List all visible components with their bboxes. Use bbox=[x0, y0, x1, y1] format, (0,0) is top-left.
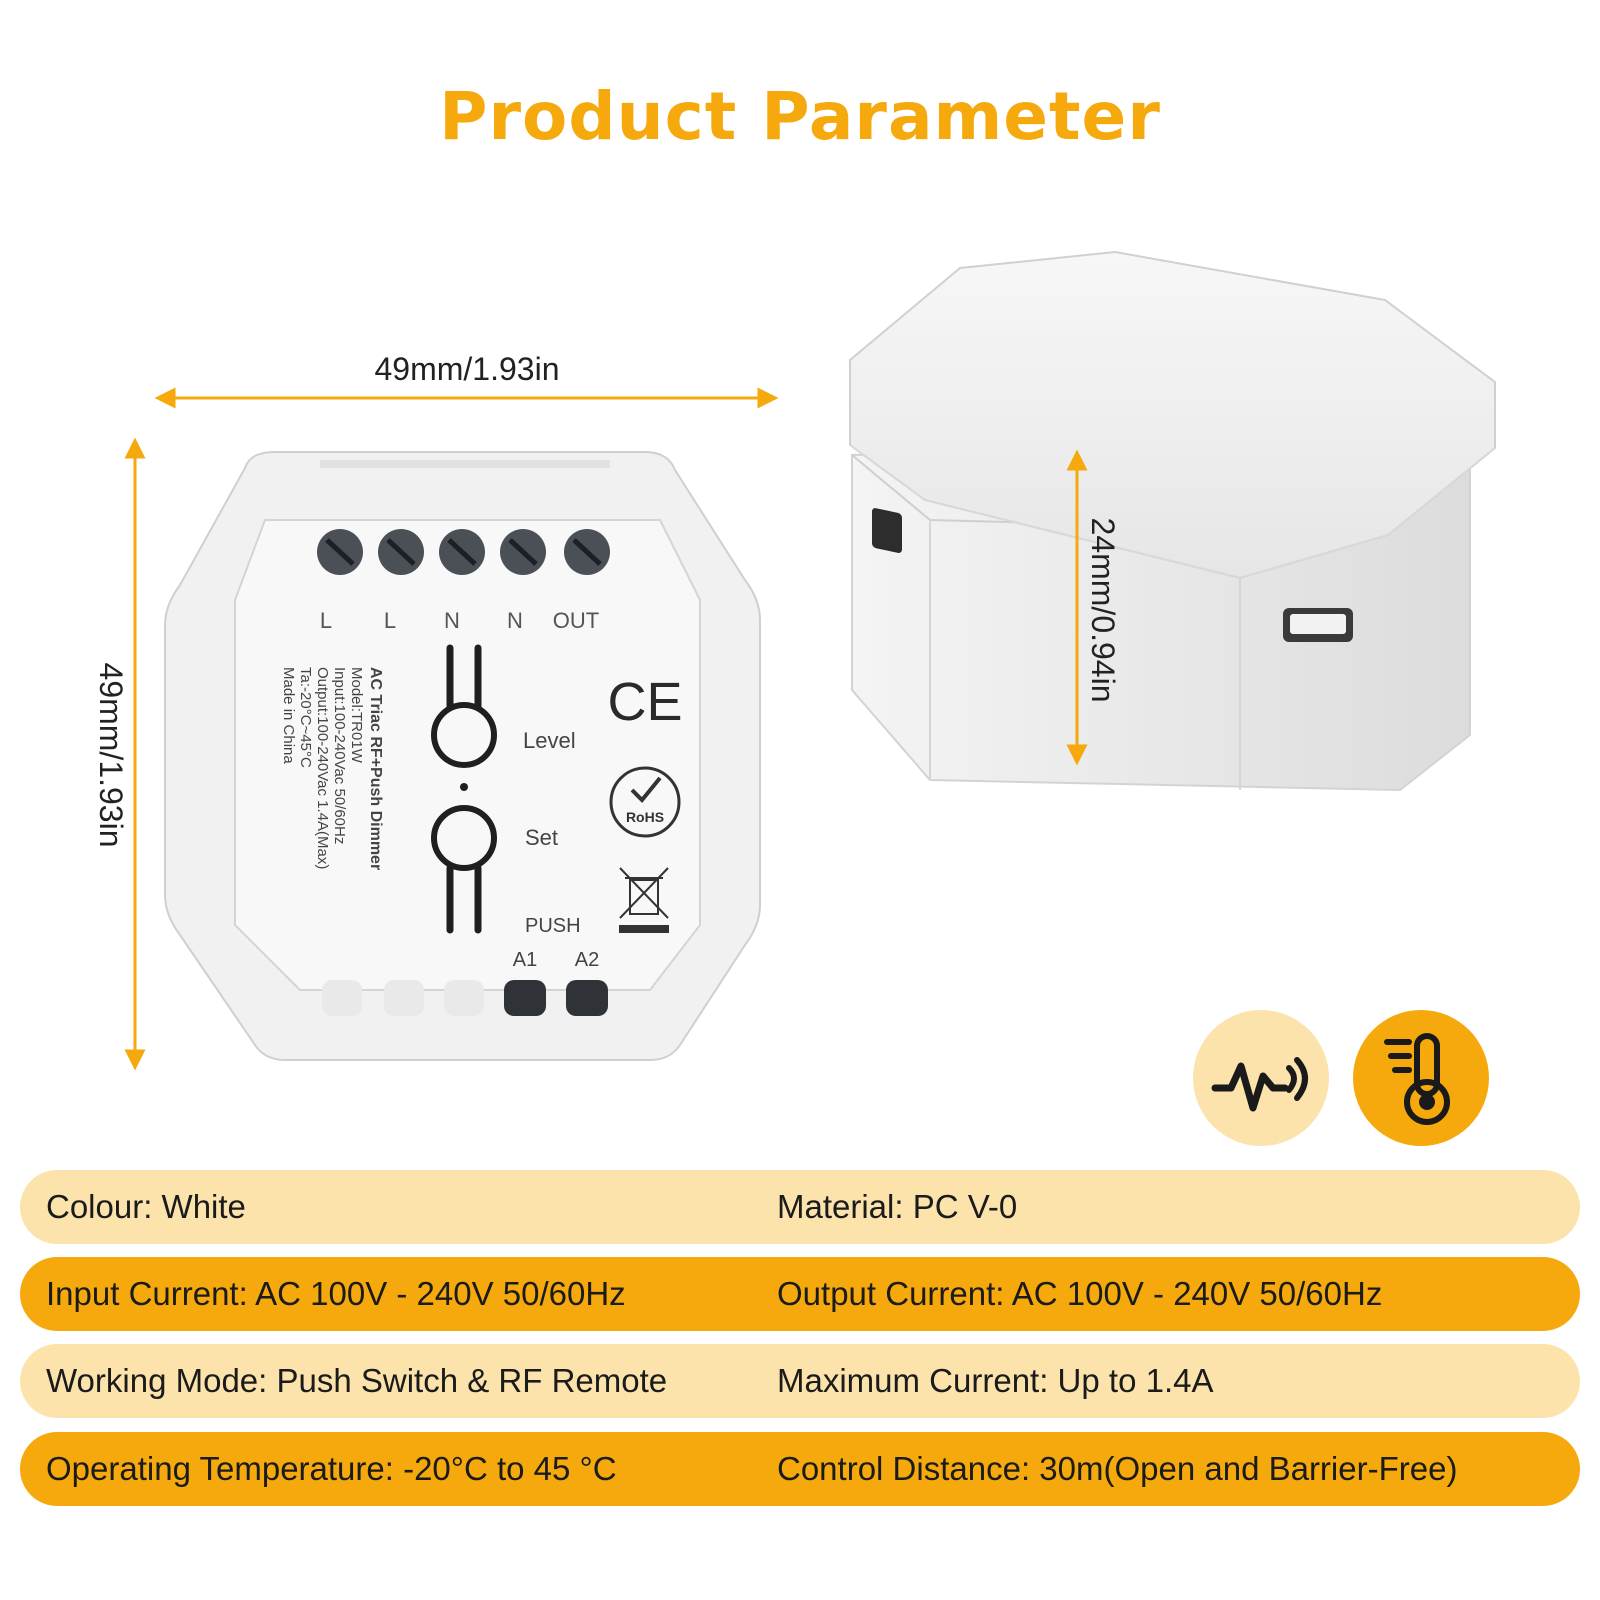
spec-row-colour-material: Colour: White Material: PC V-0 bbox=[20, 1170, 1580, 1244]
set-label: Set bbox=[525, 825, 558, 850]
svg-text:Input:100-240Vac 50/60Hz: Input:100-240Vac 50/60Hz bbox=[331, 667, 348, 844]
spec-control-distance: Control Distance: 30m(Open and Barrier-F… bbox=[777, 1450, 1458, 1487]
ce-mark: CE bbox=[607, 672, 682, 732]
terminal-label-out: OUT bbox=[553, 608, 599, 633]
spec-material: Material: PC V-0 bbox=[777, 1188, 1018, 1225]
svg-text:Made in China: Made in China bbox=[280, 667, 297, 764]
width-dimension-label: 49mm/1.93in bbox=[375, 351, 560, 387]
height-dimension-label: 49mm/1.93in bbox=[93, 663, 129, 848]
terminal-label-n2: N bbox=[507, 608, 523, 633]
depth-dimension-label: 24mm/0.94in bbox=[1085, 518, 1121, 703]
temperature-feature-badge bbox=[1353, 1010, 1489, 1146]
signal-wave-icon bbox=[1211, 1057, 1308, 1112]
level-button bbox=[431, 644, 497, 768]
spec-operating-temperature: Operating Temperature: -20°C to 45 °C bbox=[46, 1450, 617, 1487]
spec-working-mode: Working Mode: Push Switch & RF Remote bbox=[46, 1362, 668, 1399]
terminal-screws-top bbox=[317, 529, 610, 575]
thermometer-icon bbox=[1384, 1033, 1450, 1125]
page-title: Product Parameter bbox=[439, 78, 1161, 155]
spec-row-mode-max-current: Working Mode: Push Switch & RF Remote Ma… bbox=[20, 1344, 1580, 1418]
rohs-mark-icon: RoHS bbox=[609, 766, 681, 838]
level-label: Level bbox=[523, 728, 576, 753]
spec-output-current: Output Current: AC 100V - 240V 50/60Hz bbox=[777, 1275, 1383, 1312]
spec-input-current: Input Current: AC 100V - 240V 50/60Hz bbox=[46, 1275, 626, 1312]
spec-maximum-current: Maximum Current: Up to 1.4A bbox=[777, 1362, 1214, 1399]
device-side-view bbox=[849, 250, 1496, 792]
svg-text:AC Triac RF+Push Dimmer: AC Triac RF+Push Dimmer bbox=[367, 667, 384, 870]
terminal-label-l1: L bbox=[320, 608, 332, 633]
terminal-ports-bottom bbox=[322, 980, 608, 1016]
push-label: PUSH bbox=[525, 915, 581, 937]
terminal-label-a1: A1 bbox=[513, 949, 537, 971]
svg-text:Ta:-20°C~45°C: Ta:-20°C~45°C bbox=[297, 667, 314, 768]
svg-text:Model:TR01W: Model:TR01W bbox=[348, 667, 365, 764]
spec-colour: Colour: White bbox=[46, 1188, 246, 1225]
svg-text:Output:100-240Vac 1.4A(Max): Output:100-240Vac 1.4A(Max) bbox=[314, 667, 331, 869]
terminal-label-n1: N bbox=[444, 608, 460, 633]
set-button bbox=[431, 805, 497, 934]
device-front-view: L L N N OUT AC Triac RF+Push Dimmer Mode… bbox=[164, 451, 761, 1061]
spec-row-input-output: Input Current: AC 100V - 240V 50/60Hz Ou… bbox=[20, 1257, 1580, 1331]
svg-text:RoHS: RoHS bbox=[626, 809, 664, 825]
terminal-label-a2: A2 bbox=[575, 949, 599, 971]
device-label-text: AC Triac RF+Push Dimmer Model:TR01W Inpu… bbox=[280, 667, 384, 870]
weee-bin-icon bbox=[619, 867, 669, 933]
terminal-label-l2: L bbox=[384, 608, 396, 633]
spec-row-temperature-distance: Operating Temperature: -20°C to 45 °C Co… bbox=[20, 1432, 1580, 1506]
signal-feature-badge bbox=[1193, 1010, 1329, 1146]
